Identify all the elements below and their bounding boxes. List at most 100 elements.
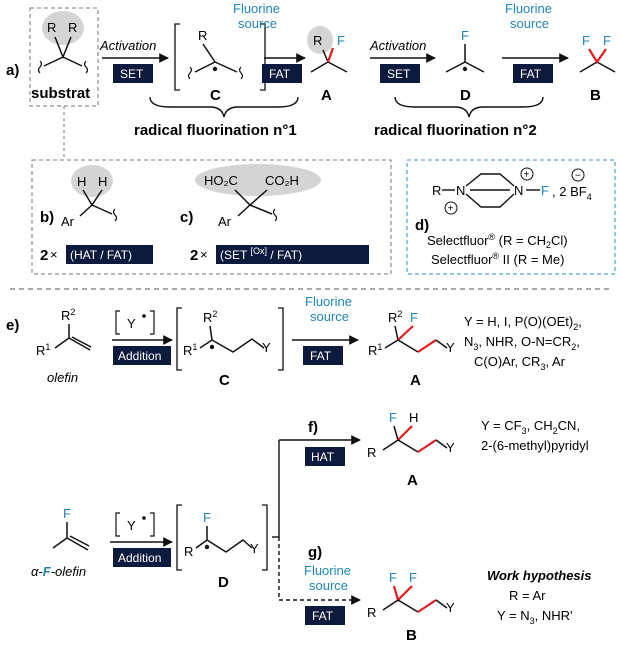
intermediate-c-brackets — [174, 23, 266, 91]
panel-f-ydef-1-sub2: 2 — [553, 426, 558, 436]
product-a-new-cf-bond — [326, 47, 335, 63]
bottom-reagent-y: Y — [127, 518, 136, 533]
panel-e-ydef-1-text: Y = H, I, P(O)(OEt) — [464, 314, 573, 329]
panel-c-bubble — [195, 164, 321, 196]
bottom-olefin-bonds — [52, 522, 90, 551]
panel-e-ydef-2-sub2: 2 — [571, 342, 576, 352]
panel-g-bond-2 — [397, 599, 419, 613]
panel-d: d) R N N F + + − , 2 BF4 Selectfluor® (R… — [406, 159, 616, 275]
panel-f-prod-r: R — [367, 445, 376, 460]
panel-g-prod-f1: F — [389, 570, 397, 585]
panel-b-h2: H — [98, 174, 107, 189]
substrate-wavy-bonds — [37, 60, 89, 74]
panel-e-prod-new-cy — [417, 339, 437, 353]
panel-bc: b) H H Ar 2 × (HAT / FAT) c) HO₂C CO₂H A… — [31, 159, 392, 275]
panel-f-bond-2 — [397, 439, 419, 453]
panel-e-int-r1-sup: 1 — [192, 342, 197, 352]
panel-c-acid-right: CO₂H — [265, 173, 299, 188]
substrate-r-left: R — [47, 20, 56, 35]
panel-d-r: R — [432, 183, 441, 198]
panel-e-int-r1: R1 — [183, 342, 197, 358]
panel-g-new-cy — [417, 599, 437, 613]
product-b-f1: F — [582, 33, 590, 48]
panel-e-ydef-2-text: N — [464, 334, 473, 349]
panel-e-ydef-1-sub: 2 — [573, 322, 578, 332]
hypothesis-y-end: , NHR' — [535, 608, 573, 623]
panel-f-tag-label: HAT — [311, 450, 335, 464]
panel-bc-box — [31, 159, 392, 275]
panel-c-times: × — [200, 247, 208, 262]
panel-d-reagent-1: Selectfluor® (R = CH2Cl) — [427, 232, 568, 250]
panel-f-ydef-1-text: Y = CF — [481, 418, 522, 433]
panel-a: a) R R substrat Activation SET R C Fluor… — [6, 1, 616, 160]
step2-tag-label: FAT — [269, 67, 291, 81]
panel-bottom: F α-F-olefin Y Addition F R Y D — [31, 435, 361, 605]
panel-f-new-ch — [397, 425, 413, 441]
hypothesis-y-text: Y = N — [497, 608, 530, 623]
panel-g-prod-bonds — [382, 599, 399, 611]
radical-dot — [212, 66, 218, 72]
bottom-olefin-alpha: α- — [31, 564, 43, 579]
product-a-r: R — [313, 33, 322, 48]
panel-f-ydef-1-end2: CN, — [558, 418, 580, 433]
bottom-int-radical — [204, 544, 210, 550]
panel-d-salt-text: , 2 BF — [552, 184, 587, 199]
panel-e-ydef-1-end: , — [578, 314, 582, 329]
bottom-int-r: R — [184, 544, 193, 559]
panel-c-acid-left: HO₂C — [204, 173, 238, 188]
panel-e-reagent-dot — [142, 314, 146, 318]
bottom-olefin-label: α-F-olefin — [31, 564, 86, 579]
panel-c-tag-label: (SET [Ox] / FAT) — [220, 246, 302, 262]
panel-e-prod-r2-sup: 2 — [397, 309, 402, 319]
radical-fluorination-1: radical fluorination n°1 — [134, 122, 297, 139]
intermediate-c-wavy — [187, 66, 244, 80]
panel-e-olefin-label: olefin — [47, 370, 78, 385]
panel-e-ydef-3-sub: 3 — [540, 362, 545, 372]
panel-f-ydef-1: Y = CF3, CH2CN, — [481, 418, 580, 436]
panel-e-ydef-3-end: , Ar — [545, 354, 565, 369]
panel-e: e) R2 R1 olefin Y Addition R2 R1 Y C Flu… — [6, 294, 582, 389]
panel-e-prod-r2: R2 — [388, 309, 402, 325]
intermediate-c-bonds — [194, 43, 238, 73]
panel-d-reagent-1-name: Selectfluor — [427, 233, 489, 248]
panel-f-prod-y: Y — [446, 440, 455, 455]
step2-over-2: source — [238, 16, 277, 31]
panel-e-reagent-y: Y — [127, 316, 136, 331]
panel-e-intermediate-brackets — [176, 307, 284, 371]
panel-e-tag-2-label: FAT — [310, 349, 332, 363]
panel-e-prod-f: F — [410, 310, 418, 325]
panel-d-reagent-2-name: Selectfluor — [431, 252, 493, 267]
panel-d-n2: N — [514, 183, 523, 198]
panel-e-prod-label: A — [410, 372, 421, 389]
panel-e-ydef-3: C(O)Ar, CR3, Ar — [474, 354, 566, 372]
panel-b-count: 2 — [40, 247, 48, 264]
panel-g-label: g) — [308, 544, 322, 561]
panel-f: f) HAT F H R Y A Y = CF3, CH2CN, 2-(6-me… — [305, 410, 589, 489]
panel-e-tag-2 — [303, 346, 343, 365]
panel-g-over-1: Fluorine — [304, 563, 351, 578]
panel-e-olefin-r1: R1 — [36, 342, 50, 358]
product-a-bonds — [310, 49, 348, 73]
panel-e-prod-y: Y — [446, 340, 455, 355]
panel-d-minus — [571, 168, 585, 182]
bottom-int-bonds — [195, 526, 253, 553]
panel-e-ydef-2-end: , NHR, O-N=CR — [478, 334, 571, 349]
step1-tag — [113, 64, 153, 83]
intermediate-c-r: R — [198, 28, 207, 43]
panel-f-new-cy — [417, 439, 437, 453]
panel-g-prod-y: Y — [446, 600, 455, 615]
panel-e-prod-r1-sup: 1 — [377, 342, 382, 352]
bottom-int-f: F — [203, 510, 211, 525]
panel-f-ydef-1-end: , CH — [527, 418, 553, 433]
panel-b-tag — [66, 245, 153, 264]
step1-over-label: Activation — [99, 38, 156, 53]
panel-e-olefin-r2: R2 — [61, 307, 75, 323]
panel-e-prod-r2-letter: R — [388, 310, 397, 325]
panel-g-bond-3 — [435, 599, 448, 609]
panel-e-olefin-bonds — [54, 324, 92, 351]
bottom-int-label: D — [218, 574, 229, 591]
panel-g-tag — [305, 606, 345, 625]
bottom-intermediate-brackets — [176, 504, 268, 571]
panel-f-bond-3 — [435, 439, 448, 449]
